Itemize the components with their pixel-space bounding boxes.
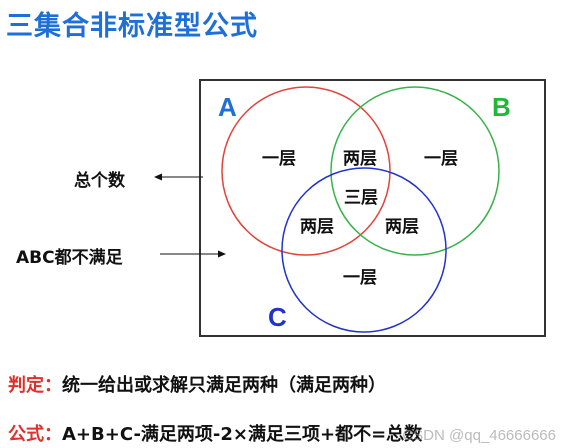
total-arrow-head	[154, 173, 162, 181]
region-ac: 两层	[300, 217, 334, 237]
region-bc: 两层	[385, 217, 419, 237]
region-b-only: 一层	[424, 149, 458, 169]
set-a-circle	[221, 86, 391, 256]
formula-text: A+B+C-满足两项-2×满足三项+都不=总数	[62, 424, 423, 445]
watermark: CSDN @qq_46666666	[402, 427, 556, 444]
none-arrow-head	[218, 250, 226, 258]
set-b-circle	[330, 86, 500, 256]
formula-key: 公式：	[8, 424, 62, 445]
none-annotation: ABC都不满足	[16, 248, 123, 268]
judgement-line: 判定：统一给出或求解只满足两种（满足两种）	[8, 371, 386, 397]
formula-line: 公式：A+B+C-满足两项-2×满足三项+都不=总数	[8, 420, 422, 446]
set-c-label: C	[268, 302, 287, 332]
set-b-label: B	[492, 92, 511, 122]
set-c-circle	[281, 167, 447, 333]
total-annotation: 总个数	[74, 171, 125, 191]
universe-box	[199, 79, 546, 337]
judgement-text: 统一给出或求解只满足两种（满足两种）	[62, 375, 386, 396]
region-abc: 三层	[344, 188, 378, 208]
region-a-only: 一层	[262, 149, 296, 169]
region-ab: 两层	[343, 149, 377, 169]
region-c-only: 一层	[343, 268, 377, 288]
judgement-key: 判定：	[8, 375, 62, 396]
set-a-label: A	[218, 92, 237, 122]
page-title: 三集合非标准型公式	[6, 11, 258, 42]
